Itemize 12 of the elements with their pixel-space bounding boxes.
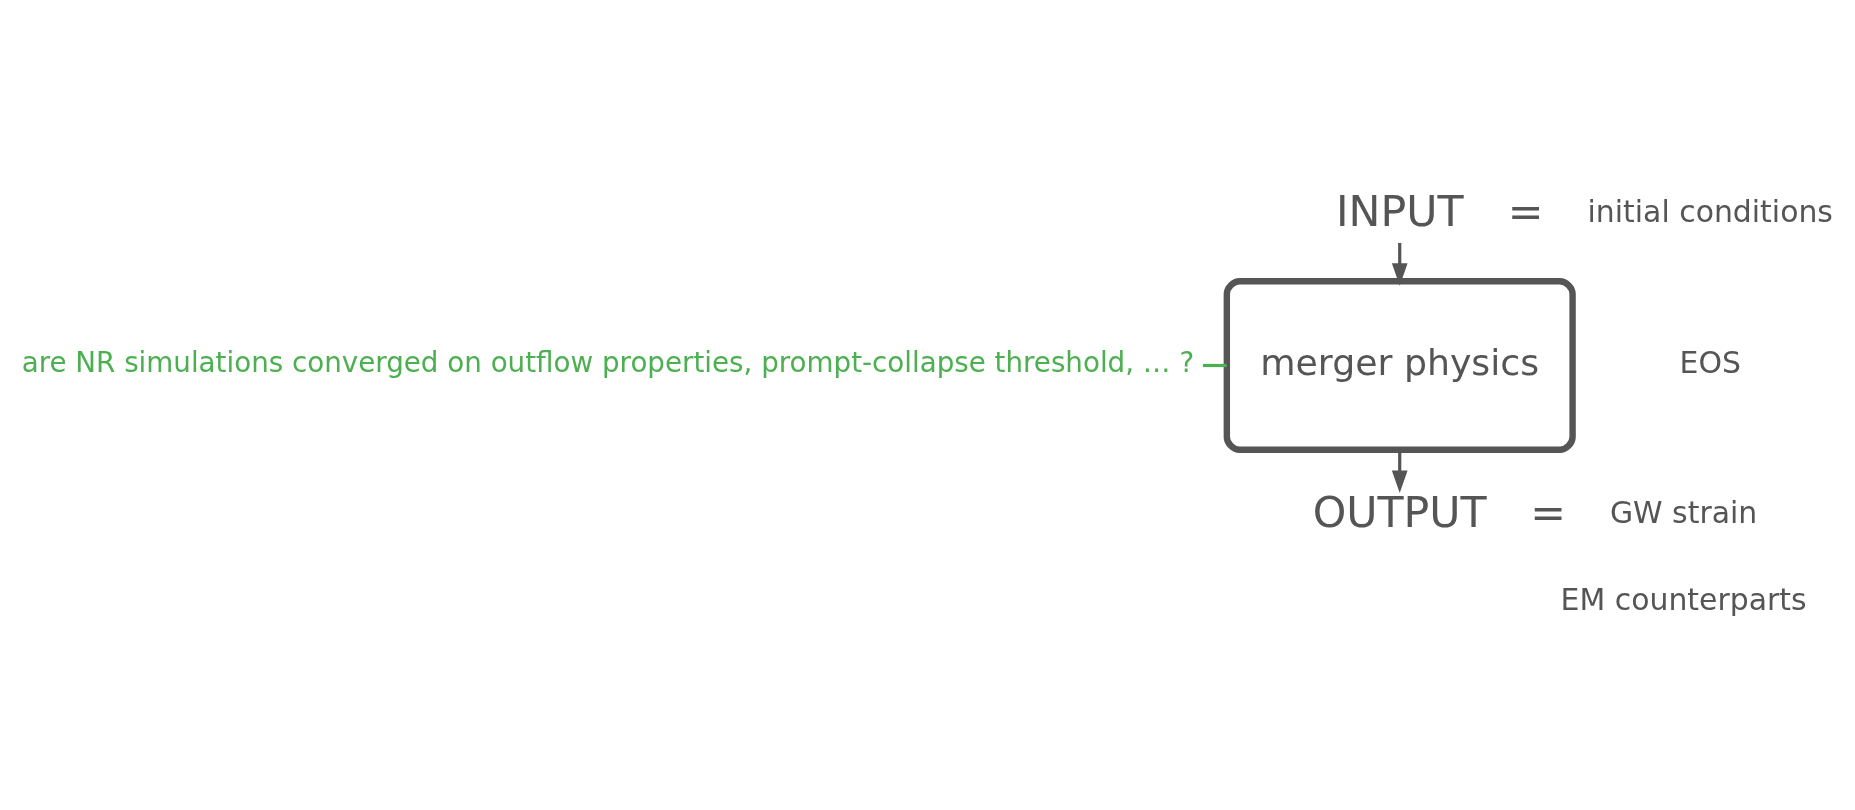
connector <box>1202 363 1227 367</box>
label: EM counterparts <box>1560 581 1807 617</box>
label: initial conditions <box>1587 193 1833 229</box>
node-box: merger physics <box>1223 277 1576 453</box>
node-text: are NR simulations converged on outflow properties, prompt-collapse threshold, … ? <box>21 345 1195 379</box>
arrow <box>1391 242 1408 286</box>
label: = <box>1507 185 1544 236</box>
node-text: OUTPUT <box>1312 486 1487 537</box>
label: EOS <box>1679 344 1741 380</box>
node-text: INPUT <box>1335 185 1464 236</box>
label: = <box>1530 486 1566 537</box>
label: GW strain <box>1609 494 1758 530</box>
